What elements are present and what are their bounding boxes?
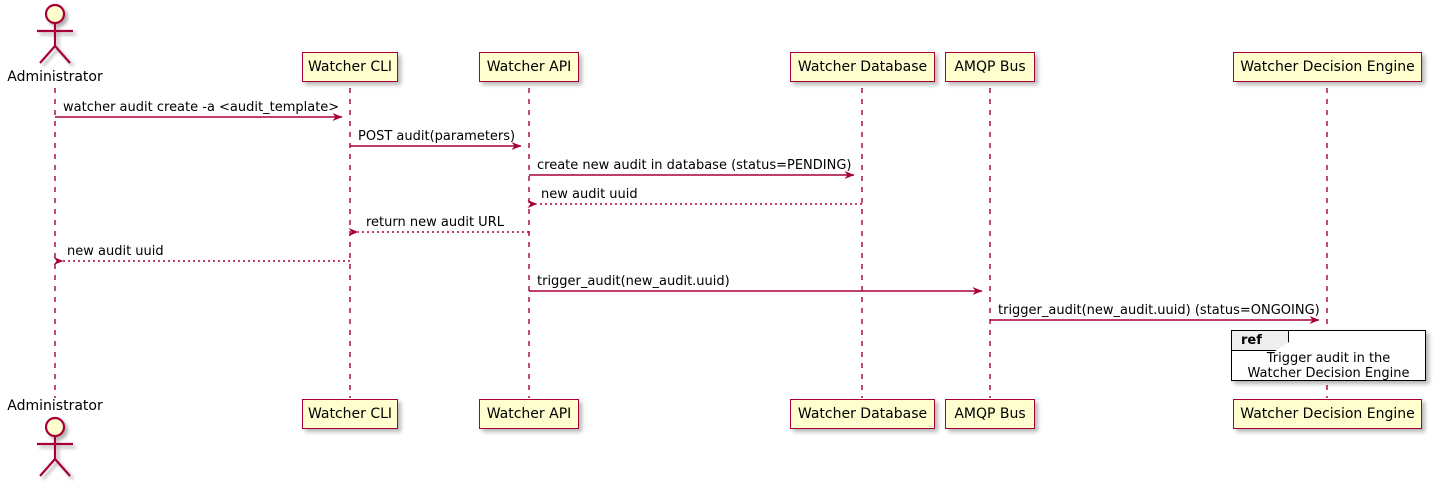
participant-box-watcher-decision-engine-top[interactable]: Watcher Decision Engine bbox=[1233, 52, 1422, 82]
message-arrows bbox=[53, 113, 1320, 324]
ref-body-line-1: Trigger audit in the bbox=[1266, 351, 1391, 366]
participant-box-amqp-bus-top[interactable]: AMQP Bus bbox=[945, 52, 1035, 82]
participant-box-watcher-cli-bottom[interactable]: Watcher CLI bbox=[302, 399, 398, 429]
message-label-4: return new audit URL bbox=[366, 215, 504, 230]
ref-body: Trigger audit in the Watcher Decision En… bbox=[1232, 351, 1425, 381]
actor-administrator-bottom-icon bbox=[37, 416, 73, 477]
lifelines bbox=[54, 88, 1328, 398]
message-label-7: trigger_audit(new_audit.uuid) (status=ON… bbox=[998, 303, 1320, 318]
message-label-0: watcher audit create -a <audit_template> bbox=[63, 100, 340, 115]
message-label-5: new audit uuid bbox=[67, 244, 164, 259]
participant-box-watcher-database-top[interactable]: Watcher Database bbox=[790, 52, 935, 82]
actor-label-administrator-top: Administrator bbox=[7, 69, 103, 85]
actor-administrator-top-icon bbox=[37, 3, 73, 64]
actor-label-administrator-bottom: Administrator bbox=[7, 398, 103, 414]
ref-body-line-2: Watcher Decision Engine bbox=[1247, 366, 1410, 381]
participant-box-amqp-bus-bottom[interactable]: AMQP Bus bbox=[945, 399, 1035, 429]
participant-box-watcher-decision-engine-bottom[interactable]: Watcher Decision Engine bbox=[1233, 399, 1422, 429]
ref-fragment: ref Trigger audit in the Watcher Decisio… bbox=[1231, 330, 1426, 381]
participant-box-watcher-cli-top[interactable]: Watcher CLI bbox=[302, 52, 398, 82]
message-label-1: POST audit(parameters) bbox=[358, 129, 516, 144]
ref-tab-label: ref bbox=[1241, 333, 1262, 348]
message-label-2: create new audit in database (status=PEN… bbox=[537, 158, 852, 173]
participant-box-watcher-database-bottom[interactable]: Watcher Database bbox=[790, 399, 935, 429]
message-label-6: trigger_audit(new_audit.uuid) bbox=[537, 274, 730, 289]
participant-box-watcher-api-top[interactable]: Watcher API bbox=[479, 52, 579, 82]
message-label-3: new audit uuid bbox=[541, 187, 638, 202]
participant-box-watcher-api-bottom[interactable]: Watcher API bbox=[479, 399, 579, 429]
ref-tab-shape bbox=[1232, 331, 1289, 351]
